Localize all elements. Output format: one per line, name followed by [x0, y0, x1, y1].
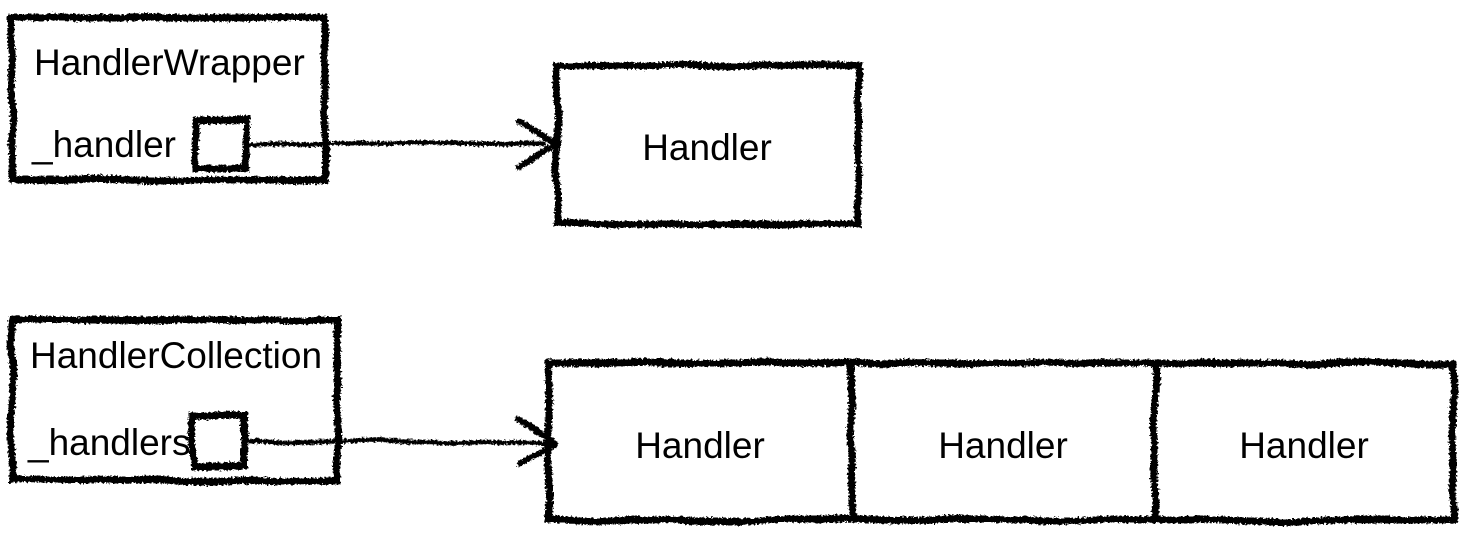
handlers-field-label: _handlers: [27, 422, 191, 463]
handler-box-1-label: Handler: [635, 425, 765, 466]
handler-field-label: _handler: [31, 124, 176, 165]
reference-arrow-line: [245, 140, 547, 147]
collection-arrow-head-icon: [515, 416, 559, 468]
handler-box: [553, 62, 862, 228]
handler-box-3-label: Handler: [1239, 425, 1369, 466]
handler-box-3: [1151, 359, 1457, 524]
handlercollection-title: HandlerCollection: [30, 335, 322, 376]
handlerwrapper-box: [8, 14, 329, 184]
handlercollection-box: [8, 316, 341, 484]
handler-field-slot: [192, 116, 250, 172]
handler-box-2-label: Handler: [938, 425, 1068, 466]
handler-box-label: Handler: [642, 127, 772, 168]
handlers-field-slot: [189, 412, 249, 470]
handlerwrapper-title: HandlerWrapper: [34, 42, 305, 83]
